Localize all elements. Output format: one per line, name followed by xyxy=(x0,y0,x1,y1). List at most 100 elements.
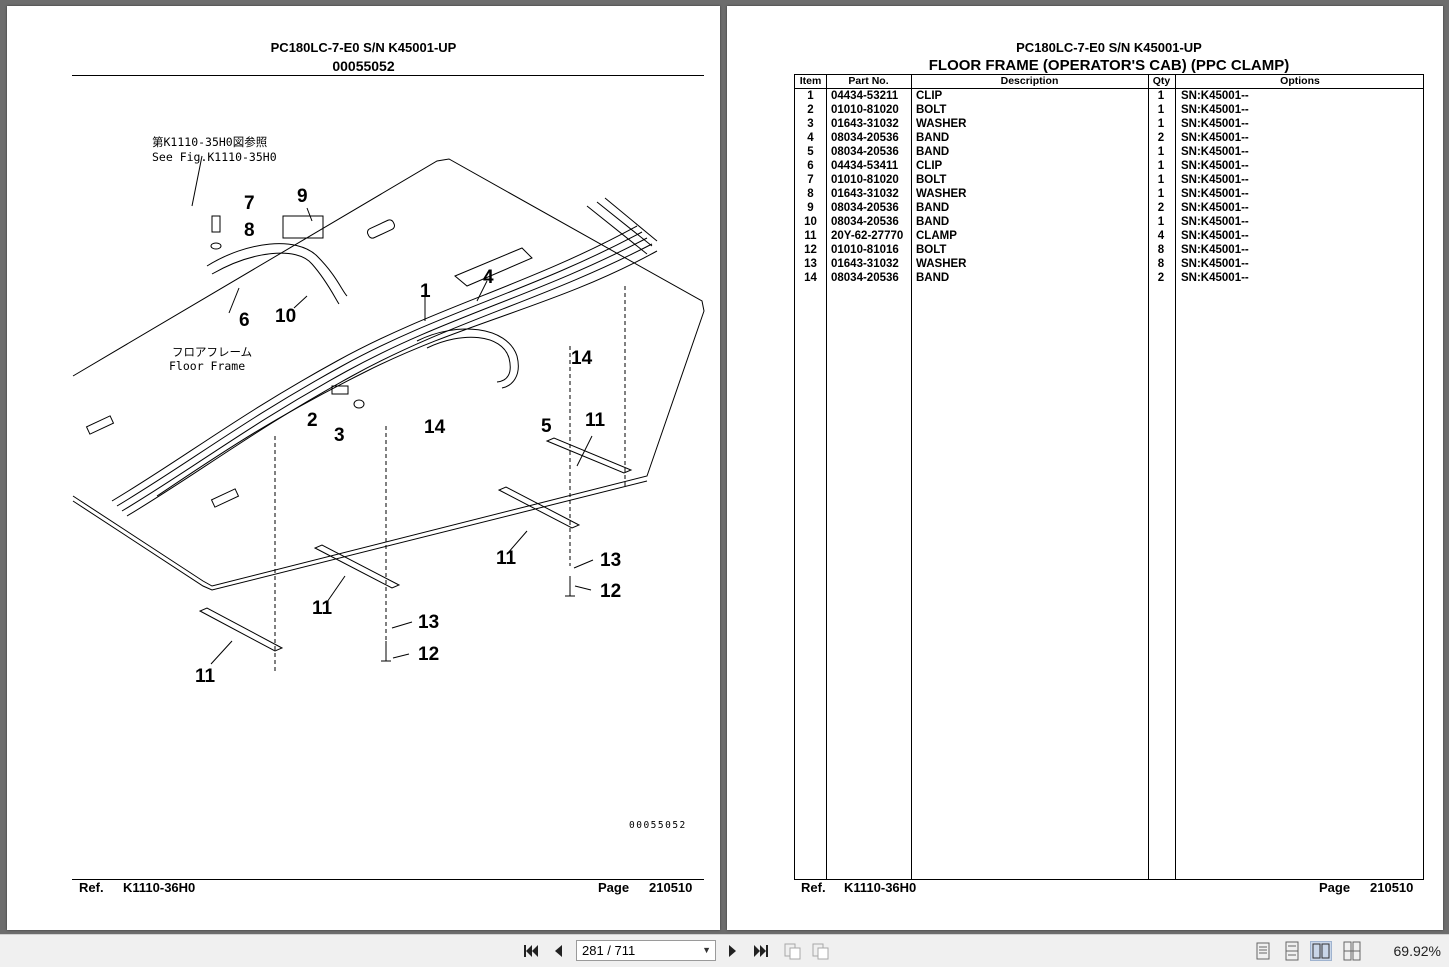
cell-options: SN:K45001-- xyxy=(1181,230,1249,242)
footer-ref-label: Ref. xyxy=(79,880,104,895)
page-number-input[interactable]: 281 / 711 ▼ xyxy=(576,940,716,961)
cell-description: BAND xyxy=(916,202,950,214)
callout-11a: 11 xyxy=(585,410,606,431)
footer-page-label: Page xyxy=(1319,880,1351,895)
cell-description: WASHER xyxy=(916,188,967,200)
cell-options: SN:K45001-- xyxy=(1181,258,1249,270)
next-page-icon xyxy=(729,945,736,957)
cell-part-no: 08034-20536 xyxy=(831,132,899,144)
floor-frame-label-en: Floor Frame xyxy=(169,359,245,373)
callout-11c: 11 xyxy=(312,598,333,619)
callout-11b: 11 xyxy=(496,548,517,569)
cell-description: BAND xyxy=(916,216,950,228)
document-viewport[interactable]: PC180LC-7-E0 S/N K45001-UP 00055052 xyxy=(0,0,1449,934)
cell-qty: 8 xyxy=(1157,258,1165,270)
viewer-toolbar: 281 / 711 ▼ 69.92% xyxy=(0,934,1449,967)
continuous-view-icon xyxy=(1285,941,1299,961)
header-rule xyxy=(72,75,704,76)
callout-3: 3 xyxy=(334,425,345,446)
single-page-view-icon xyxy=(1256,942,1270,960)
cell-item: 3 xyxy=(807,118,814,130)
see-fig-label-jp: 第K1110-35H0図参照 xyxy=(152,135,267,149)
rotate-right-icon xyxy=(812,943,829,960)
cell-item: 11 xyxy=(804,230,817,242)
page-title: FLOOR FRAME (OPERATOR'S CAB) (PPC CLAMP) xyxy=(928,57,1290,74)
cell-item: 4 xyxy=(807,132,814,144)
rotate-left-button[interactable] xyxy=(782,941,802,961)
cell-description: CLIP xyxy=(916,90,943,102)
column-divider xyxy=(826,75,827,879)
cell-item: 5 xyxy=(807,146,814,158)
cell-qty: 1 xyxy=(1157,216,1165,228)
callout-6: 6 xyxy=(239,310,250,331)
cell-item: 14 xyxy=(804,272,817,284)
floor-frame-label-jp: フロアフレーム xyxy=(172,345,252,359)
cell-description: WASHER xyxy=(916,258,967,270)
cell-description: BAND xyxy=(916,132,950,144)
cell-description: BOLT xyxy=(916,174,947,186)
cell-qty: 1 xyxy=(1157,174,1165,186)
callout-11d: 11 xyxy=(195,666,216,687)
footer-page-value: 210510 xyxy=(649,880,693,895)
cell-options: SN:K45001-- xyxy=(1181,118,1249,130)
cell-options: SN:K45001-- xyxy=(1181,188,1249,200)
first-page-button[interactable] xyxy=(521,941,541,961)
callout-14a: 14 xyxy=(571,348,593,369)
callout-14b: 14 xyxy=(424,417,446,438)
callout-1: 1 xyxy=(420,281,431,302)
zoom-level[interactable]: 69.92% xyxy=(1393,943,1441,959)
cell-qty: 2 xyxy=(1157,132,1165,144)
callout-5: 5 xyxy=(541,416,552,437)
col-header-description: Description xyxy=(1000,75,1059,87)
cell-options: SN:K45001-- xyxy=(1181,174,1249,186)
facing-view-button[interactable] xyxy=(1310,941,1332,961)
prev-page-button[interactable] xyxy=(549,941,569,961)
col-header-item: Item xyxy=(799,75,822,87)
cell-options: SN:K45001-- xyxy=(1181,244,1249,256)
single-page-view-button[interactable] xyxy=(1252,941,1274,961)
cell-qty: 1 xyxy=(1157,90,1165,102)
next-page-button[interactable] xyxy=(722,941,742,961)
cell-part-no: 01010-81020 xyxy=(831,104,899,116)
cell-description: CLAMP xyxy=(916,230,957,242)
last-page-icon xyxy=(754,945,768,957)
cell-item: 12 xyxy=(804,244,817,256)
cell-item: 10 xyxy=(804,216,817,228)
cell-options: SN:K45001-- xyxy=(1181,272,1249,284)
footer-rule xyxy=(72,879,704,880)
figure-number: 00055052 xyxy=(332,58,395,74)
footer-ref-value: K1110-36H0 xyxy=(844,880,917,895)
footer-page-value: 210510 xyxy=(1370,880,1414,895)
callout-13a: 13 xyxy=(600,550,621,571)
exploded-parts-diagram: 1 2 3 4 5 6 7 8 9 10 11 11 11 11 12 12 1… xyxy=(72,135,705,831)
cell-description: WASHER xyxy=(916,118,967,130)
cell-description: BAND xyxy=(916,272,950,284)
facing-view-icon xyxy=(1312,943,1330,959)
cell-qty: 2 xyxy=(1157,202,1165,214)
cell-qty: 1 xyxy=(1157,146,1165,158)
col-header-qty: Qty xyxy=(1152,75,1171,87)
continuous-view-button[interactable] xyxy=(1281,941,1303,961)
cell-part-no: 08034-20536 xyxy=(831,272,899,284)
cell-part-no: 08034-20536 xyxy=(831,202,899,214)
image-code: 00055052 xyxy=(629,820,687,831)
rotate-right-button[interactable] xyxy=(810,941,830,961)
cell-qty: 1 xyxy=(1157,160,1165,172)
callout-7: 7 xyxy=(244,193,255,214)
continuous-facing-view-icon xyxy=(1343,941,1361,961)
continuous-facing-view-button[interactable] xyxy=(1341,941,1363,961)
cell-item: 6 xyxy=(807,160,814,172)
callout-10: 10 xyxy=(275,306,296,327)
footer-ref-value: K1110-36H0 xyxy=(123,880,196,895)
cell-part-no: 04434-53411 xyxy=(831,160,899,172)
last-page-button[interactable] xyxy=(751,941,771,961)
callout-4: 4 xyxy=(483,267,494,288)
callout-2: 2 xyxy=(307,410,318,431)
